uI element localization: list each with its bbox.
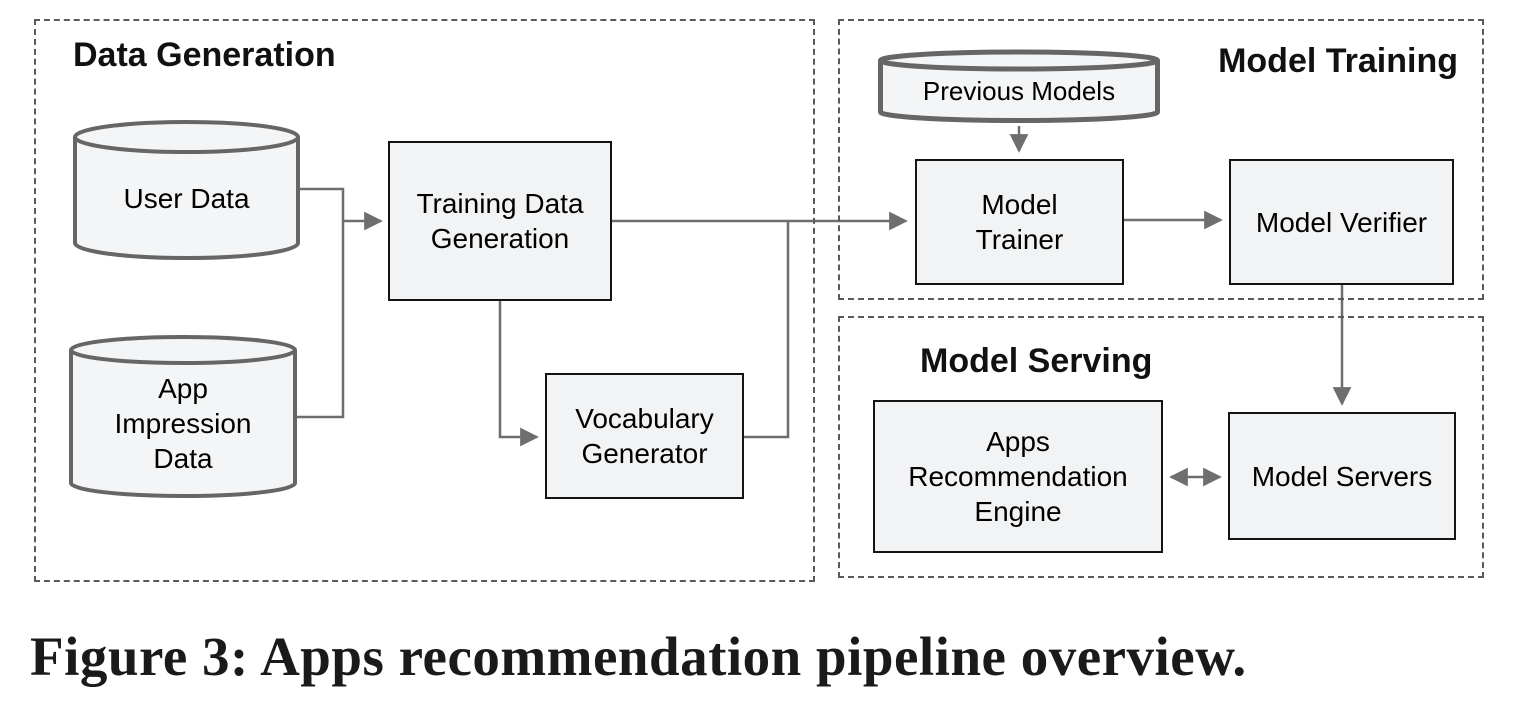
edge-vocabulary-generator-riser [744,222,790,439]
node-user-data: User Data [73,120,300,260]
vocabulary-generator-label: Vocabulary [575,403,714,434]
node-app-impression-data: App Impression Data [69,335,297,498]
figure-caption: Figure 3: Apps recommendation pipeline o… [30,626,1247,687]
database-cylinder-shape [878,49,1160,123]
node-training-data-generation: Training Data Generation [388,141,612,301]
vocabulary-generator-label: Generator [581,438,708,469]
database-cylinder-shape [69,335,297,498]
apps-recommendation-engine-label: Engine [974,496,1062,527]
app-impression-data-label: Data [153,443,213,474]
node-apps-recommendation-engine: Apps Recommendation Engine [873,400,1163,553]
edge-training-data-generation-to-vocabulary-generator [498,301,539,447]
training-data-generation-label: Training Data [416,188,584,219]
node-model-verifier: Model Verifier [1229,159,1454,285]
app-impression-data-label: App [158,373,208,404]
data-generation-title: Data Generation [73,36,336,74]
model-trainer-label: Trainer [975,224,1064,255]
group-model-training [838,19,1484,300]
app-impression-data-label: Impression [114,408,252,439]
apps-recommendation-engine-label: Recommendation [908,461,1128,492]
node-vocabulary-generator: Vocabulary Generator [545,373,744,499]
model-trainer-label: Model [981,189,1058,220]
edge-data-bus [297,187,345,419]
model-serving-title: Model Serving [920,342,1153,380]
user-data-label: User Data [123,182,250,214]
model-verifier-label: Model Verifier [1255,206,1428,238]
model-servers-label: Model Servers [1251,460,1433,492]
apps-recommendation-engine-label: Apps [986,426,1050,457]
model-training-title: Model Training [1218,42,1458,80]
previous-models-label: Previous Models [922,76,1116,106]
database-cylinder-shape [73,120,300,260]
group-data-generation [34,19,815,582]
node-previous-models: Previous Models [878,49,1160,124]
node-model-trainer: Model Trainer [915,159,1124,285]
node-model-servers: Model Servers [1228,412,1456,540]
training-data-generation-label: Generation [430,223,570,254]
group-model-serving [838,316,1484,578]
